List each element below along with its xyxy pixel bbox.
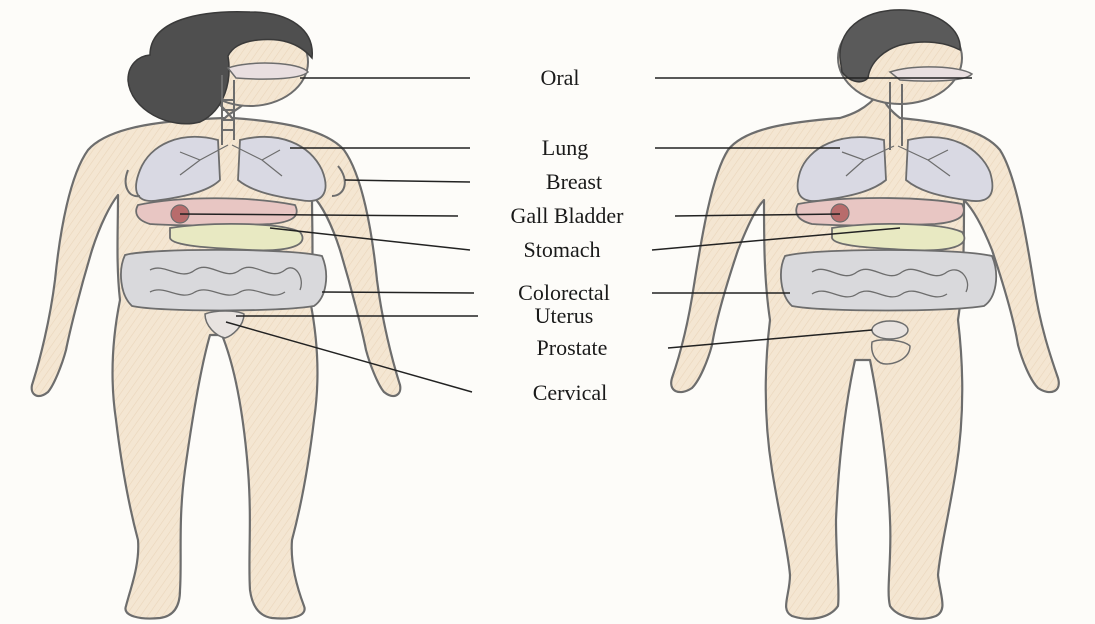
female-mouth-cavity [228,63,308,79]
female-intestines [121,250,326,311]
male-liver [796,198,964,226]
male-intestines [781,250,996,311]
male-mouth-cavity [890,67,972,81]
label-cervical: Cervical [533,382,608,404]
label-uterus: Uterus [535,305,594,327]
label-gall-bladder: Gall Bladder [510,205,623,227]
leader-breast-female [345,180,470,182]
label-lung: Lung [542,137,588,159]
male-figure [671,10,1059,619]
female-liver [136,198,297,225]
male-prostate [872,321,908,339]
label-oral: Oral [540,67,579,89]
label-prostate: Prostate [537,337,608,359]
male-gallbladder [831,204,849,222]
female-stomach [170,224,303,250]
label-colorectal: Colorectal [518,282,610,304]
female-figure [32,12,401,619]
label-stomach: Stomach [524,239,601,261]
leader-colorectal-female [322,292,474,293]
label-breast: Breast [546,171,602,193]
